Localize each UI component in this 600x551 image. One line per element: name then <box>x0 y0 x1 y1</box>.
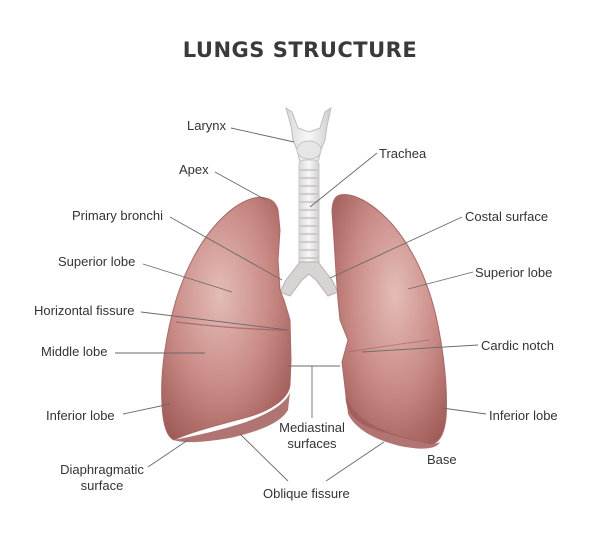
label-larynx: Larynx <box>187 118 227 133</box>
label-diaphragmatic-surface: Diaphragmatic surface <box>52 462 152 494</box>
label-oblique-fissure: Oblique fissure <box>263 486 350 501</box>
label-diaphragmatic-line1: Diaphragmatic <box>60 462 144 477</box>
label-trachea: Trachea <box>379 146 427 161</box>
leader-lines <box>115 127 487 482</box>
trachea-rings <box>300 169 318 259</box>
page-title: LUNGS STRUCTURE <box>182 38 418 62</box>
lung-left-shape <box>161 196 292 441</box>
label-mediastinal-line1: Mediastinal <box>279 420 345 435</box>
label-mediastinal-line2: surfaces <box>287 436 337 451</box>
label-inferior-lobe-left: Inferior lobe <box>46 408 115 423</box>
lung-right-shape <box>331 193 448 445</box>
label-middle-lobe: Middle lobe <box>41 344 108 359</box>
label-superior-lobe-right: Superior lobe <box>475 265 553 280</box>
label-mediastinal-surfaces: Mediastinal surfaces <box>262 420 362 452</box>
label-horizontal-fissure: Horizontal fissure <box>34 303 135 318</box>
label-cardic-notch: Cardic notch <box>481 338 554 353</box>
trachea-shape <box>298 159 320 271</box>
bronchi-shape <box>279 261 339 297</box>
label-diaphragmatic-line2: surface <box>80 478 124 493</box>
label-apex: Apex <box>179 162 209 177</box>
label-costal-surface: Costal surface <box>465 209 549 224</box>
label-inferior-lobe-right: Inferior lobe <box>489 408 558 423</box>
label-primary-bronchi: Primary bronchi <box>72 208 164 223</box>
label-base: Base <box>427 452 457 467</box>
label-superior-lobe-left: Superior lobe <box>58 254 136 269</box>
